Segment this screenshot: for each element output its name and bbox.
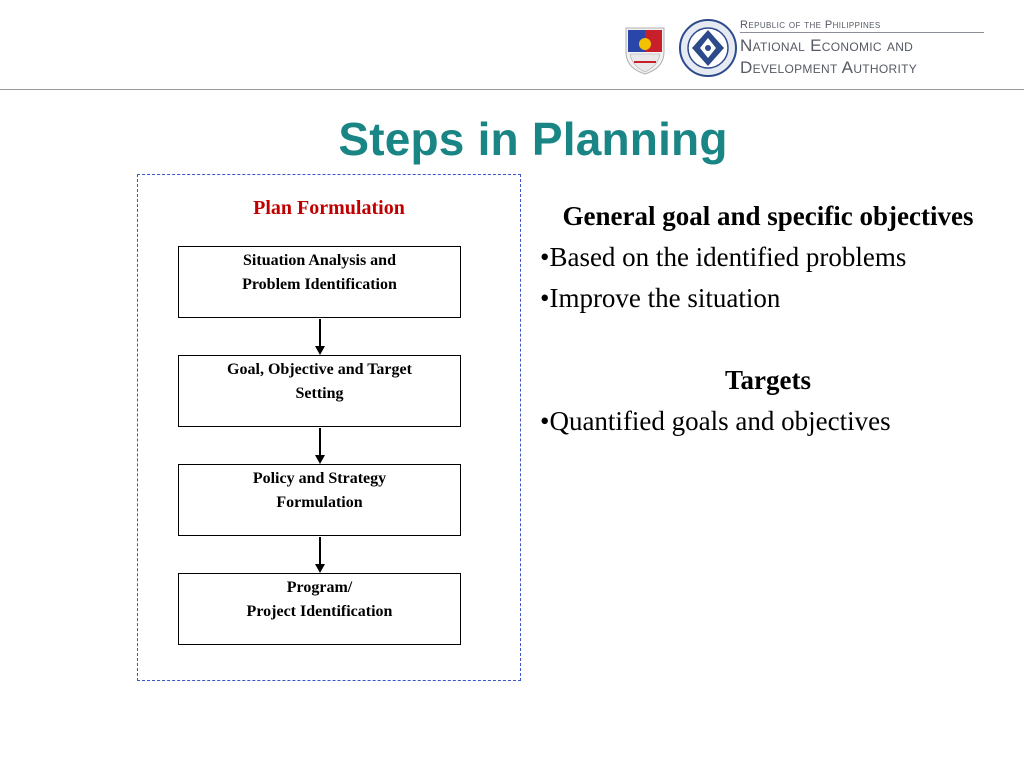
- agency-line-2: Development Authority: [740, 58, 918, 77]
- step-situation-analysis: Situation Analysis and Problem Identific…: [178, 246, 461, 318]
- header-divider: [0, 89, 1024, 90]
- goals-heading: General goal and specific objectives: [562, 201, 974, 231]
- agency-name: Republic of the Philippines National Eco…: [740, 18, 1000, 79]
- step-line: Problem Identification: [242, 276, 397, 293]
- plan-formulation-panel: Plan Formulation Situation Analysis and …: [137, 174, 521, 681]
- arrow-down-icon: [315, 319, 325, 356]
- step-line: Setting: [295, 385, 344, 402]
- philippine-seal-icon: [625, 27, 665, 75]
- goals-bullet: •Based on the identified problems: [540, 242, 907, 272]
- planning-notes: General goal and specific objectives •Ba…: [540, 196, 1000, 442]
- targets-heading: Targets: [725, 365, 811, 395]
- goals-bullet: •Improve the situation: [540, 283, 781, 313]
- step-line: Project Identification: [246, 603, 393, 620]
- step-line: Program/: [286, 579, 353, 596]
- step-line: Formulation: [276, 494, 363, 511]
- arrow-down-icon: [315, 428, 325, 465]
- agency-country: Republic of the Philippines: [740, 19, 881, 31]
- targets-bullet: •Quantified goals and objectives: [540, 406, 891, 436]
- step-line: Goal, Objective and Target: [227, 361, 412, 378]
- agency-divider: [740, 32, 984, 33]
- step-line: Policy and Strategy: [252, 470, 387, 487]
- step-policy-strategy: Policy and Strategy Formulation: [178, 464, 461, 536]
- agency-line-1: National Economic and: [740, 36, 914, 55]
- neda-logo-icon: [679, 19, 737, 77]
- step-goal-setting: Goal, Objective and Target Setting: [178, 355, 461, 427]
- step-line: Situation Analysis and: [243, 252, 396, 269]
- panel-title: Plan Formulation: [253, 197, 405, 219]
- slide-title: Steps in Planning: [338, 113, 728, 165]
- arrow-down-icon: [315, 537, 325, 574]
- step-project-identification: Program/ Project Identification: [178, 573, 461, 645]
